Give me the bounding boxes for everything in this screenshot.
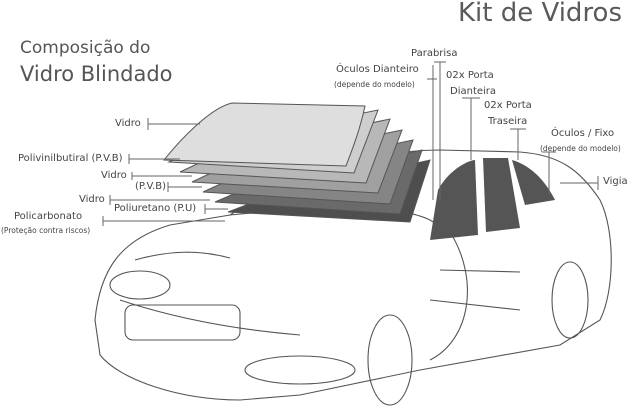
subtitle-line2: Vidro Blindado bbox=[20, 62, 173, 86]
part-porta-traseira-1: 02x Porta bbox=[484, 100, 532, 111]
layer-label-pvb-1: Polivinilbutiral (P.V.B) bbox=[18, 153, 123, 164]
part-oculos-dianteiro-note: (depende do modelo) bbox=[334, 80, 415, 89]
part-parabrisa: Parabrisa bbox=[411, 48, 458, 59]
layer-label-vidro-2: Vidro bbox=[101, 170, 127, 181]
side-windows bbox=[430, 158, 555, 240]
page-title: Kit de Vidros bbox=[458, 0, 623, 28]
rear-door-window bbox=[483, 158, 520, 232]
layer-label-vidro-3: Vidro bbox=[79, 194, 105, 205]
part-porta-traseira-2: Traseira bbox=[488, 116, 528, 127]
part-vigia: Vigia bbox=[603, 176, 628, 187]
layer-label-vidro-1: Vidro bbox=[115, 118, 141, 129]
subtitle-line1: Composição do bbox=[20, 38, 151, 58]
leader-lines bbox=[102, 61, 599, 226]
front-door-window bbox=[430, 160, 478, 240]
layer-label-pvb-2: (P.V.B) bbox=[135, 181, 167, 192]
part-oculos-fixo-note: (depende do modelo) bbox=[540, 144, 621, 153]
fixed-window bbox=[512, 160, 555, 205]
car-outline bbox=[94, 149, 612, 406]
layer-label-pu: Poliuretano (P.U) bbox=[114, 203, 197, 214]
part-oculos-dianteiro: Óculos Dianteiro bbox=[336, 64, 419, 75]
glass-layers bbox=[162, 102, 431, 223]
part-oculos-fixo: Óculos / Fixo bbox=[551, 128, 615, 139]
layer-note-policarbonato: (Proteção contra riscos) bbox=[1, 226, 91, 235]
part-porta-dianteira-1: 02x Porta bbox=[446, 70, 494, 81]
layer-label-policarbonato: Policarbonato bbox=[14, 211, 83, 222]
part-porta-dianteira-2: Dianteira bbox=[450, 86, 497, 97]
